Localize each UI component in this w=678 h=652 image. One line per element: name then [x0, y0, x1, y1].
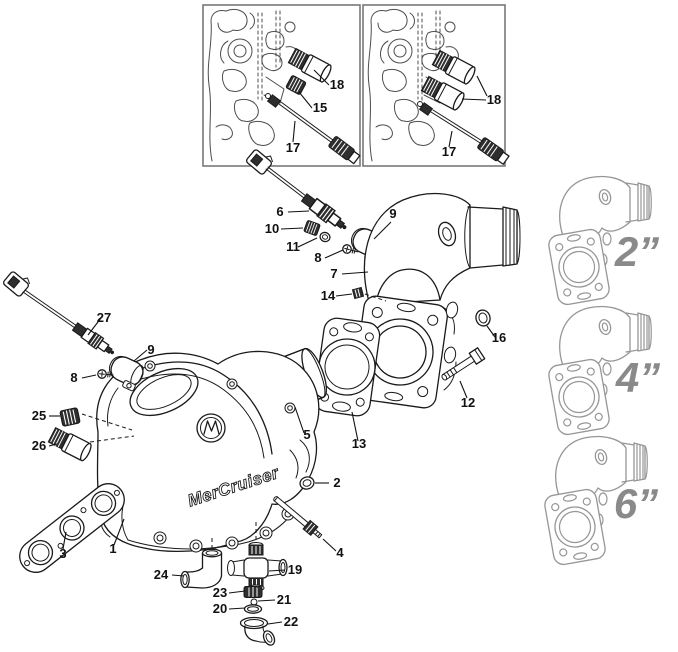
part-20-o-ring [243, 604, 263, 614]
callout-19: 19 [288, 562, 302, 577]
callout-13: 13 [352, 436, 366, 451]
callout-18-inset-left: 18 [330, 77, 344, 92]
callout-14: 14 [321, 288, 336, 303]
callout-3: 3 [59, 546, 66, 561]
part-2-seal-ring [299, 476, 315, 490]
variant-label-2in: 2” [614, 228, 659, 275]
callout-25: 25 [32, 408, 46, 423]
callout-numbers: 18 15 17 18 17 6 9 10 11 8 7 14 16 12 27… [32, 77, 506, 629]
callout-21: 21 [277, 592, 291, 607]
part-3-manifold-gasket [19, 483, 125, 573]
callout-23: 23 [213, 585, 227, 600]
part-1-exhaust-manifold: MerCruiser [96, 350, 320, 553]
part-11-o-ring [319, 231, 331, 243]
part-13-elbow-gasket [313, 317, 381, 417]
mercury-m-logo [196, 413, 226, 443]
part-19-tee-fitting [227, 542, 288, 592]
callout-16: 16 [492, 330, 506, 345]
callout-9-left: 9 [147, 342, 154, 357]
callout-15: 15 [313, 100, 327, 115]
part-4-stud-bolt [273, 496, 323, 539]
callout-8-upper: 8 [314, 250, 321, 265]
callout-11: 11 [286, 239, 300, 254]
inset-box-left [202, 4, 362, 167]
callout-17-inset-right: 17 [442, 144, 456, 159]
callout-24: 24 [154, 567, 169, 582]
part-7-exhaust-elbow [352, 192, 521, 409]
part-27-sender-wire [1, 267, 119, 360]
part-17-sender-wire [417, 101, 511, 167]
part-25-bushing [59, 407, 133, 431]
callout-2: 2 [333, 475, 340, 490]
part-23-nut [243, 586, 263, 598]
callout-10: 10 [265, 221, 279, 236]
callout-1: 1 [109, 541, 116, 556]
part-26-plug-fitting [46, 425, 135, 463]
inset-box-right [362, 4, 511, 167]
part-10-nut [303, 219, 321, 237]
part-6-oxygen-sensor [244, 145, 352, 236]
callout-6: 6 [276, 204, 283, 219]
callout-4: 4 [336, 545, 344, 560]
part-22-drain-elbow [239, 616, 276, 646]
callout-27: 27 [97, 310, 111, 325]
callout-20: 20 [213, 601, 227, 616]
callout-5: 5 [303, 427, 310, 442]
callout-22: 22 [284, 614, 298, 629]
part-24-elbow-fitting [180, 548, 223, 589]
callout-26: 26 [32, 438, 46, 453]
callout-17-inset-left: 17 [286, 140, 300, 155]
callout-9-upper: 9 [389, 206, 396, 221]
part-17-sender-wire [265, 93, 362, 166]
part-14-pipe-plug [351, 286, 387, 302]
callout-8-left: 8 [70, 370, 77, 385]
part-21-check-ball [250, 598, 258, 606]
leader-lines [48, 69, 496, 625]
variant-label-4in: 4” [615, 354, 660, 401]
part-16-seal-ring [475, 309, 491, 327]
callout-12: 12 [461, 395, 475, 410]
variant-label-6in: 6” [614, 480, 658, 527]
callout-7: 7 [330, 266, 337, 281]
part-12-bolt [441, 347, 486, 381]
callout-18-inset-right: 18 [487, 92, 501, 107]
